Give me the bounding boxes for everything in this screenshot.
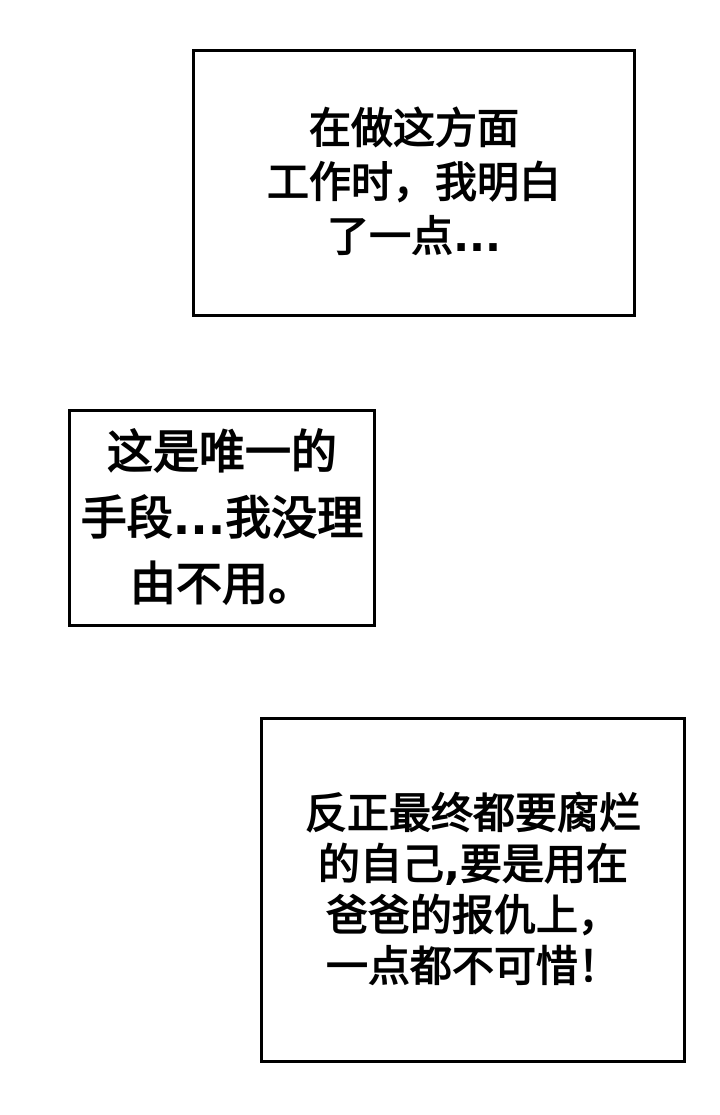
speech-box-2: 这是唯一的 手段...我没理 由不用。 bbox=[68, 409, 376, 627]
speech-text-line: 由不用。 bbox=[130, 557, 314, 611]
speech-box-3: 反正最终都要腐烂 的自己,要是用在 爸爸的报仇上， 一点都不可惜！ bbox=[260, 717, 686, 1063]
speech-box-1: 在做这方面 工作时，我明白 了一点... bbox=[192, 49, 636, 317]
speech-text-line: 反正最终都要腐烂 bbox=[304, 789, 641, 838]
speech-text-line: 手段...我没理 bbox=[80, 491, 364, 545]
speech-text-line: 工作时，我明白 bbox=[266, 158, 561, 207]
speech-text-line: 一点都不可惜！ bbox=[325, 942, 620, 991]
speech-text-line: 爸爸的报仇上， bbox=[325, 891, 620, 940]
speech-text-line: 这是唯一的 bbox=[107, 425, 337, 479]
speech-text-line: 在做这方面 bbox=[308, 104, 519, 153]
speech-text-line: 了一点... bbox=[327, 212, 501, 261]
speech-text-line: 的自己,要是用在 bbox=[318, 840, 628, 889]
